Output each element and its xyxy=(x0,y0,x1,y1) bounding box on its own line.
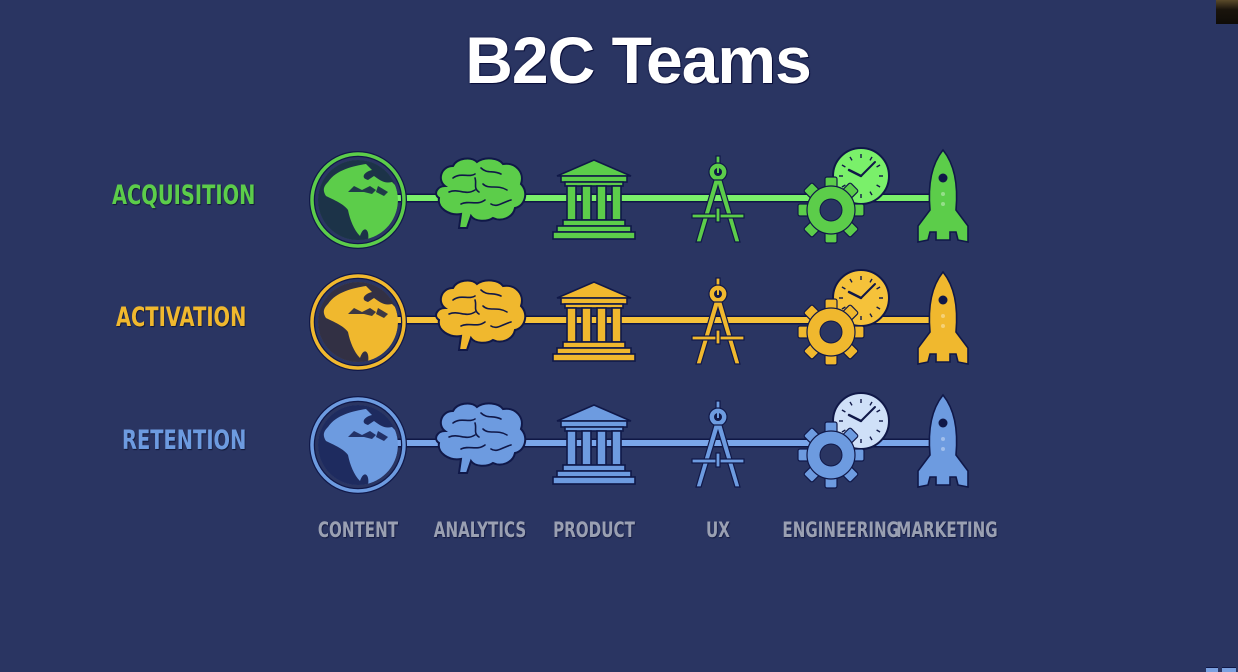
column-label-ux: UX xyxy=(706,518,730,542)
brain-icon xyxy=(431,156,529,236)
corner-artifact-bottom-right xyxy=(1204,667,1238,672)
building-icon xyxy=(551,403,637,487)
gear-clock-icon xyxy=(797,392,901,493)
building-icon xyxy=(551,280,637,364)
column-label-engineering: ENGINEERING xyxy=(782,518,900,542)
brain-icon xyxy=(431,278,529,358)
gear-clock-icon xyxy=(797,269,901,370)
globe-icon xyxy=(309,273,407,371)
compass-icon xyxy=(688,400,748,491)
column-label-content: CONTENT xyxy=(317,518,399,542)
column-label-product: PRODUCT xyxy=(553,518,635,542)
globe-icon xyxy=(309,396,407,494)
compass-icon xyxy=(688,155,748,246)
rocket-icon xyxy=(916,393,970,489)
rocket-icon xyxy=(916,270,970,366)
row-line-retention xyxy=(380,440,936,446)
brain-icon xyxy=(431,401,529,481)
building-icon xyxy=(551,158,637,242)
row-label-activation: ACTIVATION xyxy=(116,302,247,333)
slide-title: B2C Teams xyxy=(465,23,812,97)
row-line-activation xyxy=(380,317,936,323)
column-label-analytics: ANALYTICS xyxy=(433,518,527,542)
row-label-acquisition: ACQUISITION xyxy=(112,180,256,211)
rocket-icon xyxy=(916,148,970,244)
webcam-corner-artifact xyxy=(1216,0,1238,24)
gear-clock-icon xyxy=(797,147,901,248)
row-line-acquisition xyxy=(380,195,936,201)
row-label-retention: RETENTION xyxy=(122,425,247,456)
compass-icon xyxy=(688,277,748,368)
globe-icon xyxy=(309,151,407,249)
column-label-marketing: MARKETING xyxy=(896,518,998,542)
